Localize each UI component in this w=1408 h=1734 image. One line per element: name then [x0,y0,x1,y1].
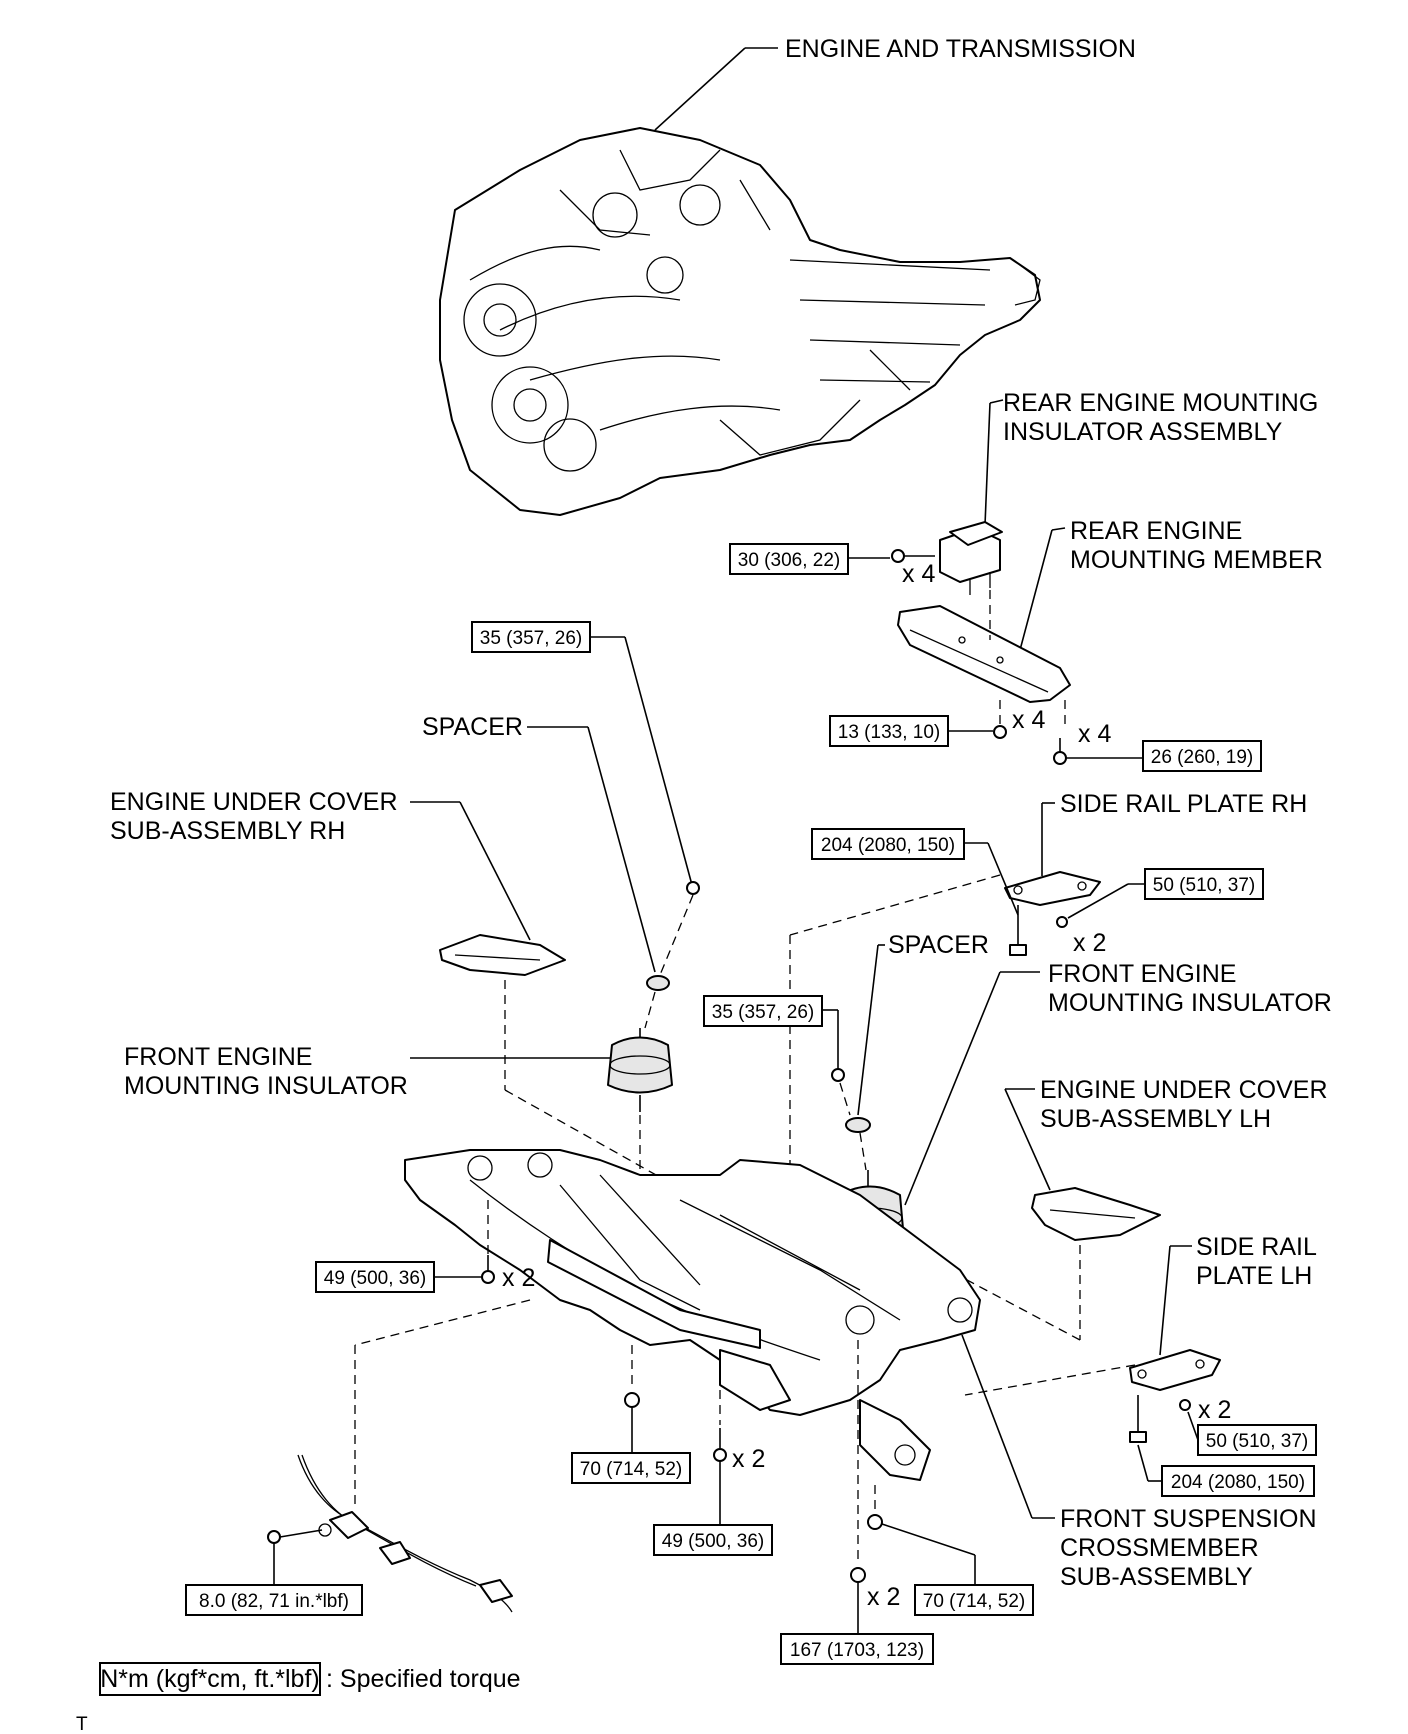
qty-crossmember-bolt-left: x 2 [502,1264,535,1292]
front-insulator-nut-top-shape [686,881,700,895]
footer-mark: T [76,1714,88,1734]
torque-rear-member-nut: 13 (133, 10) [838,722,940,743]
rear-member-label-line1: REAR ENGINE [1070,517,1242,545]
qty-rear-member-bolt: x 4 [1078,720,1111,748]
under-cover-lh-label-line1: ENGINE UNDER COVER [1040,1076,1328,1104]
side-rail-rh-bolt-shape [1056,916,1068,928]
torque-side-rail-rh-bolt: 50 (510, 37) [1153,875,1255,896]
rear-insulator-label-line2: INSULATOR ASSEMBLY [1003,418,1283,446]
torque-side-rail-lh-bolt: 50 (510, 37) [1206,1431,1308,1452]
torque-side-rail-rh-bolt-long: 204 (2080, 150) [821,835,955,856]
crossmember-label-line2: CROSSMEMBER [1060,1534,1259,1562]
legend-specified-torque-text: : Specified torque [326,1665,521,1693]
spacer-mid-label: SPACER [888,931,989,959]
torque-crossmember-bolt-bottom: 167 (1703, 123) [790,1640,924,1661]
front-insulator-left-label-line2: MOUNTING INSULATOR [124,1072,408,1100]
crossmember-bolt-bottom-shape [850,1567,866,1583]
rear-insulator-label-line1: REAR ENGINE MOUNTING [1003,389,1318,417]
side-rail-plate-lh-shape [1129,1349,1221,1391]
engine-under-cover-rh-shape [439,934,566,976]
engine-transmission-label: ENGINE AND TRANSMISSION [785,35,1136,63]
front-suspension-crossmember-shape [404,1149,981,1481]
torque-front-insulator-nut-mid: 35 (357, 26) [712,1002,814,1023]
rear-member-nut-shape [993,725,1007,739]
rear-member-label-line2: MOUNTING MEMBER [1070,546,1323,574]
spacer-mid-shape [845,1117,871,1133]
torque-front-insulator-nut-top: 35 (357, 26) [480,628,582,649]
torque-side-rail-lh-bolt-long: 204 (2080, 150) [1171,1472,1305,1493]
spacer-top-label: SPACER [422,713,523,741]
side-rail-rh-label: SIDE RAIL PLATE RH [1060,790,1307,818]
under-cover-rh-label-line2: SUB-ASSEMBLY RH [110,817,345,845]
spacer-top-shape [646,975,670,991]
front-insulator-left-label-line1: FRONT ENGINE [124,1043,312,1071]
legend-unit-box: N*m (kgf*cm, ft.*lbf) [100,1665,319,1693]
engine-under-cover-lh-shape [1031,1187,1161,1241]
rear-engine-mounting-insulator-shape [939,521,1003,595]
crossmember-label-line1: FRONT SUSPENSION [1060,1505,1317,1533]
side-rail-lh-label-line2: PLATE LH [1196,1262,1312,1290]
rear-engine-mounting-member-shape [897,605,1071,703]
front-insulator-left-shape [607,1028,673,1112]
under-cover-rh-label-line1: ENGINE UNDER COVER [110,788,398,816]
torque-crossmember-bolt-left: 49 (500, 36) [324,1268,426,1289]
side-rail-lh-bolt-shape [1179,1399,1191,1411]
torque-crossmember-nut-right: 70 (714, 52) [923,1591,1025,1612]
qty-crossmember-bolt-center: x 2 [732,1445,765,1473]
side-rail-rh-long-bolt-shape [1009,905,1027,956]
qty-side-rail-lh-bolt: x 2 [1198,1396,1231,1424]
wire-harness-bolt-shape [267,1529,323,1544]
torque-wire-bolt: 8.0 (82, 71 in.*lbf) [199,1591,349,1612]
torque-rear-member-bolt: 26 (260, 19) [1151,747,1253,768]
front-insulator-right-label-line1: FRONT ENGINE [1048,960,1236,988]
engine-transmission-illustration [439,127,1041,516]
front-insulator-right-label-line2: MOUNTING INSULATOR [1048,989,1332,1017]
torque-crossmember-bolt-center: 49 (500, 36) [662,1531,764,1552]
rear-member-bolt-shape [1053,738,1067,765]
crossmember-nut-right-shape [867,1514,883,1530]
crossmember-bolt-center-shape [713,1428,727,1462]
rear-insulator-bolt-shape [891,549,935,563]
side-rail-plate-rh-shape [1004,871,1101,906]
crossmember-nut-center-shape [624,1392,640,1408]
torque-crossmember-nut-center: 70 (714, 52) [580,1459,682,1480]
wire-harness-shape [297,1454,513,1613]
qty-crossmember-bolt-bottom: x 2 [867,1583,900,1611]
under-cover-lh-label-line2: SUB-ASSEMBLY LH [1040,1105,1271,1133]
qty-rear-insulator-bolt: x 4 [902,560,935,588]
side-rail-lh-long-bolt-shape [1129,1395,1147,1443]
front-insulator-nut-mid-shape [831,1068,845,1082]
torque-rear-insulator-bolt: 30 (306, 22) [738,550,840,571]
crossmember-label-line3: SUB-ASSEMBLY [1060,1563,1253,1591]
qty-side-rail-rh-bolt: x 2 [1073,929,1106,957]
qty-rear-member-nut: x 4 [1012,706,1045,734]
crossmember-bolt-left-shape [481,1255,495,1284]
side-rail-lh-label-line1: SIDE RAIL [1196,1233,1317,1261]
